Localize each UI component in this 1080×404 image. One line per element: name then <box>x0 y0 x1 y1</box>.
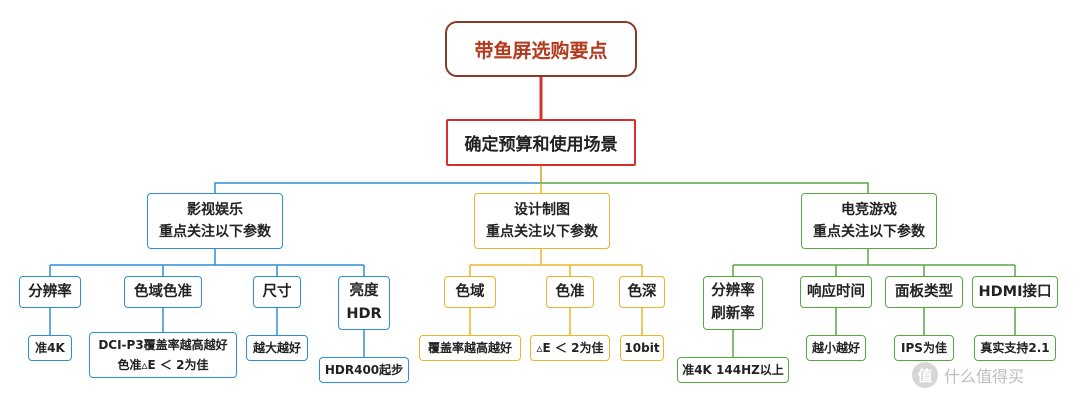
category-design: 设计制图 重点关注以下参数 <box>474 193 610 249</box>
param-resolution-refresh: 分辨率 刷新率 <box>703 276 763 330</box>
param-accuracy: 色准 <box>546 276 594 308</box>
leaf-gamut-accuracy: DCI-P3覆盖率越高越好 色准▵E ＜ 2为佳 <box>89 332 237 378</box>
root-node: 带鱼屏选购要点 <box>445 21 637 77</box>
leaf-size: 越大越好 <box>246 335 308 361</box>
leaf-hdmi: 真实支持2.1 <box>974 335 1056 361</box>
param-hdmi: HDMI接口 <box>972 276 1058 308</box>
category-gaming: 电竞游戏 重点关注以下参数 <box>801 193 937 249</box>
leaf-resolution: 准4K <box>28 335 72 361</box>
param-size: 尺寸 <box>253 276 301 308</box>
category-entertainment: 影视娱乐 重点关注以下参数 <box>147 193 283 249</box>
leaf-brightness-hdr: HDR400起步 <box>319 357 409 383</box>
leaf-resolution-refresh: 准4K 144HZ以上 <box>677 357 789 383</box>
watermark-logo-icon: 值 <box>912 362 938 388</box>
leaf-accuracy: ▵E ＜ 2为佳 <box>530 335 610 361</box>
leaf-color-depth: 10bit <box>620 335 664 361</box>
param-color-depth: 色深 <box>619 276 665 308</box>
param-panel-type: 面板类型 <box>885 276 963 308</box>
param-gamut-accuracy: 色域色准 <box>124 276 202 308</box>
watermark: 值 什么值得买 <box>912 362 1024 388</box>
param-gamut: 色域 <box>444 276 496 308</box>
leaf-response-time: 越小越好 <box>806 335 866 361</box>
leaf-gamut: 覆盖率越高越好 <box>419 335 521 361</box>
param-response-time: 响应时间 <box>800 276 872 308</box>
param-resolution: 分辨率 <box>19 276 81 308</box>
leaf-panel-type: IPS为佳 <box>894 335 954 361</box>
watermark-text: 什么值得买 <box>944 367 1025 386</box>
param-brightness-hdr: 亮度 HDR <box>338 276 390 330</box>
budget-scenario-node: 确定预算和使用场景 <box>446 119 636 166</box>
